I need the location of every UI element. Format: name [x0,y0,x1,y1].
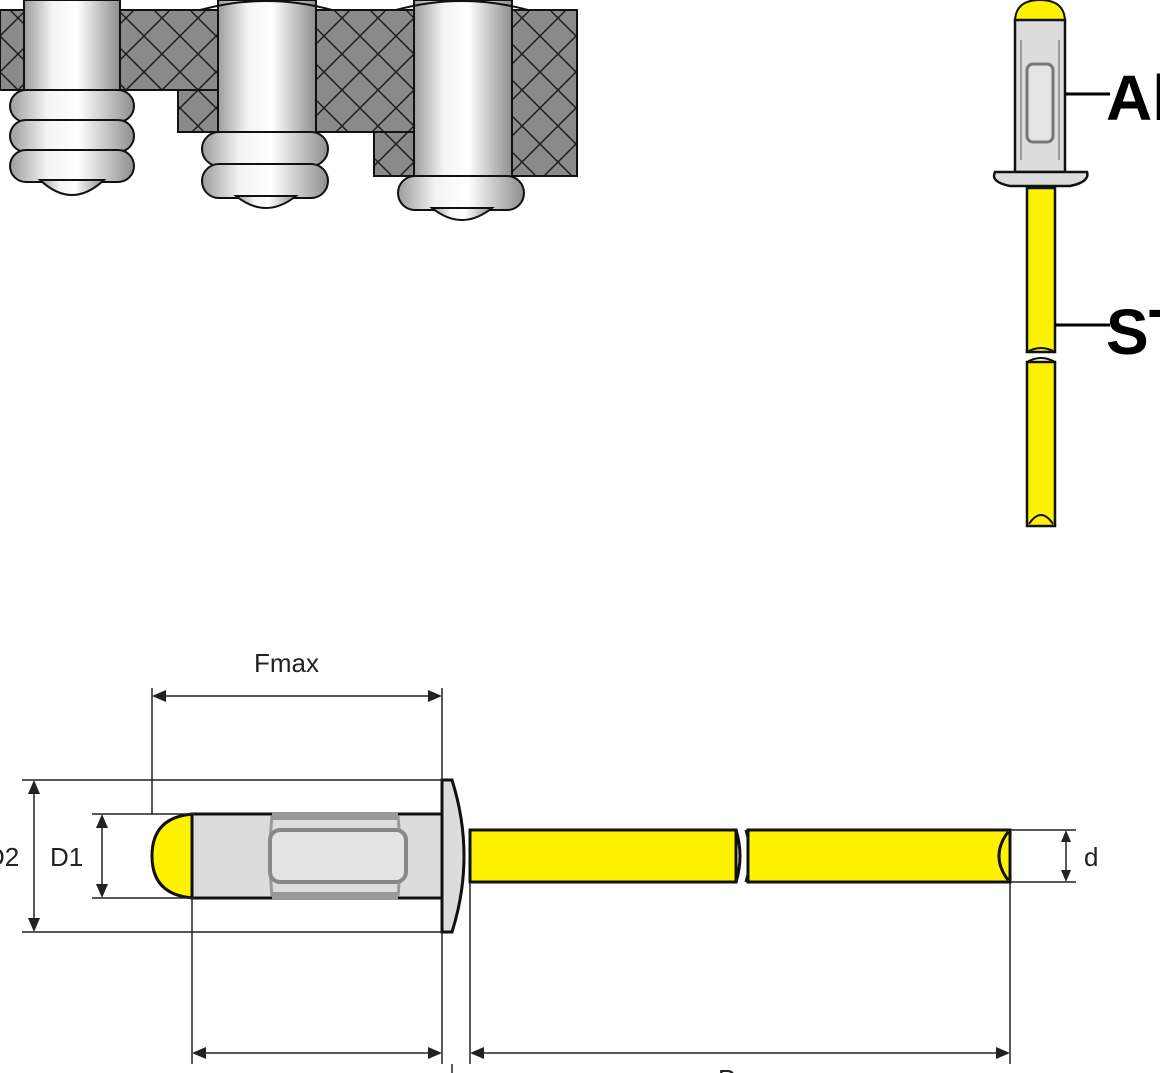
vertical-mandrel-upper [1025,186,1057,354]
installed-rivet-2 [199,0,333,209]
mandrel-right [746,828,1012,884]
plate-left-stack [0,9,25,91]
mandrel-left [468,828,738,884]
plate-right-lower [373,131,415,177]
installed-rivets-section [0,0,578,221]
installed-rivet-3 [395,0,529,221]
dimension-body-length [191,898,443,1064]
plate-right-upper [315,9,415,133]
dimensioned-rivet-section: Fmax D2 D1 d [0,648,1098,1073]
plate-mid-upper [119,9,219,91]
vertical-rivet-section: Al ST [992,0,1160,528]
callout-label-mandrel: ST [1106,296,1160,368]
plate-mid-lower [177,89,219,133]
callout-label-body: Al [1106,62,1160,134]
plate-far-right [511,9,578,177]
label-d1: D1 [50,842,83,872]
dimension-d2 [22,779,442,933]
rivet-flange-head [440,778,466,934]
vertical-rivet-dome [1013,0,1067,23]
vertical-mandrel-lower [1025,360,1057,528]
dimension-p [451,882,1011,1073]
dimension-fmax [151,688,443,814]
label-d2: D2 [0,842,19,872]
label-d: d [1084,842,1098,872]
dimension-d1 [92,813,195,899]
rivet-tip-dome [150,812,197,900]
rivet-body-window [268,828,408,884]
vertical-rivet-flange [992,170,1089,188]
dimension-d [1010,829,1076,883]
label-p: P [718,1064,735,1073]
label-fmax: Fmax [254,648,319,678]
installed-rivet-1 [9,0,135,196]
